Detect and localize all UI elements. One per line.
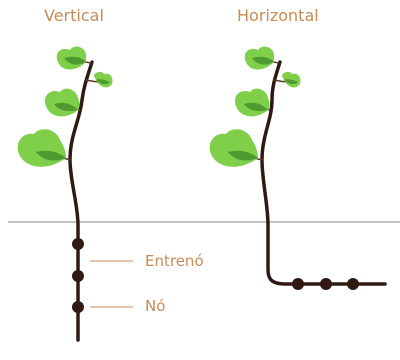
leaf-mid xyxy=(234,88,270,117)
leaf-mid xyxy=(44,88,80,117)
node-dot xyxy=(347,278,359,290)
horizontal-title: Horizontal xyxy=(237,6,319,25)
node-dot xyxy=(72,238,84,250)
leaf-upper xyxy=(56,46,86,70)
horizontal-stem xyxy=(260,60,387,286)
horizontal-plant xyxy=(209,46,387,290)
leaf-small xyxy=(94,71,113,88)
node-dot xyxy=(72,301,84,313)
node-dot xyxy=(72,270,84,282)
leaf-upper xyxy=(244,46,274,70)
vertical-title: Vertical xyxy=(44,6,104,25)
vertical-plant xyxy=(17,46,133,342)
leaf-small xyxy=(282,71,301,88)
node-dot xyxy=(292,278,304,290)
node-label: Nó xyxy=(145,297,166,315)
node-dot xyxy=(320,278,332,290)
internode-label: Entrenó xyxy=(145,252,204,270)
vertical-stem xyxy=(68,60,94,342)
leaf-large xyxy=(17,129,66,167)
leaf-large xyxy=(209,129,258,167)
